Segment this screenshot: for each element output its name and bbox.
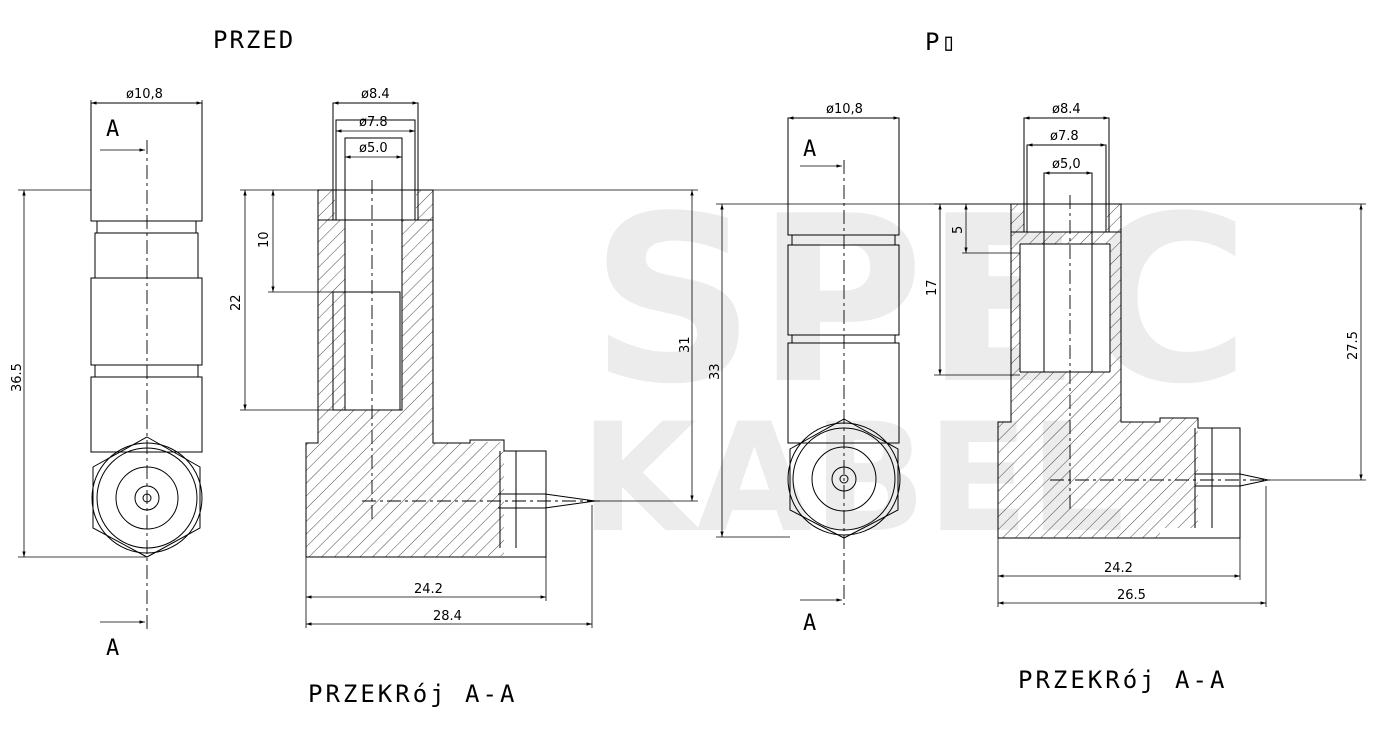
after-title: P▯ (925, 28, 958, 56)
after-dim-d84: ø8.4 (1052, 102, 1081, 117)
before-dim-22: 22 (229, 294, 244, 311)
before-dim-d50: ø5.0 (359, 141, 388, 156)
after-dim-5: 5 (951, 226, 966, 234)
after-dim-17: 17 (925, 279, 940, 296)
after-section-view: ø8.4 ø7.8 ø5,0 5 17 27.5 24.2 26.5 (925, 102, 1366, 607)
after-cut-mark-bottom: A (803, 611, 816, 636)
before-dim-31: 31 (678, 336, 693, 353)
before-front-view: A A ø10,8 36.5 (10, 87, 203, 661)
before-dim-284: 28.4 (433, 609, 462, 624)
before-dim-365: 36.5 (10, 363, 25, 392)
after-dim-d108: ø10,8 (826, 102, 863, 117)
before-dim-d108: ø10,8 (126, 87, 163, 102)
before-section-view: ø8.4 ø7.8 ø5.0 10 22 31 24.2 28.4 (229, 87, 698, 628)
before-dim-10: 10 (257, 231, 272, 248)
after-dim-d50: ø5,0 (1052, 157, 1081, 172)
after-dim-33: 33 (708, 363, 723, 380)
after-front-view: A A ø10,8 33 (708, 102, 1011, 636)
before-cut-mark-bottom: A (106, 636, 119, 661)
before-dim-242: 24.2 (414, 582, 443, 597)
after-dim-242: 24.2 (1104, 561, 1133, 576)
before-dim-d78: ø7.8 (359, 115, 388, 130)
after-dim-275: 27.5 (1346, 331, 1361, 360)
before-cut-mark-top: A (106, 117, 119, 142)
after-dim-d78: ø7.8 (1050, 129, 1079, 144)
before-dim-d84: ø8.4 (361, 87, 390, 102)
after-dim-265: 26.5 (1117, 588, 1146, 603)
after-section-label: PRZEKRój A-A (1018, 666, 1227, 694)
watermark-line1: SPEC (590, 168, 1250, 435)
before-title: PRZED (213, 26, 295, 54)
before-section-label: PRZEKRój A-A (308, 680, 517, 708)
after-cut-mark-top: A (803, 137, 816, 162)
